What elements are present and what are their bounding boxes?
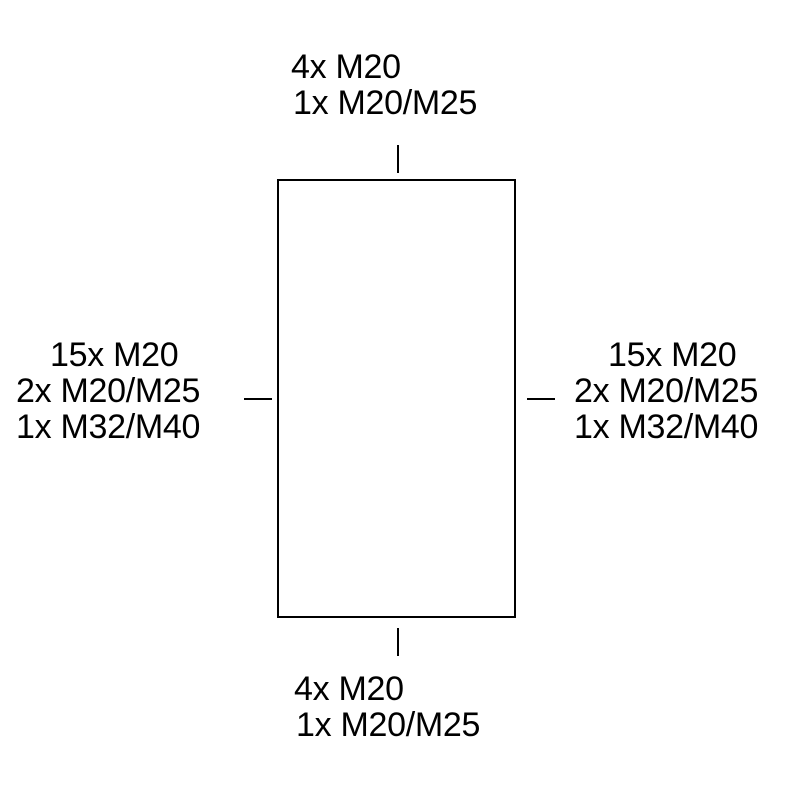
left-entry-labels: 15x M20 2x M20/M25 1x M32/M40 (16, 337, 200, 445)
right-entry-label-3: 1x M32/M40 (574, 408, 759, 446)
right-entry-labels: 15x M20 2x M20/M25 1x M32/M40 (574, 337, 758, 445)
left-entry-label-3: 1x M32/M40 (16, 408, 201, 446)
top-entry-label-2: 1x M20/M25 (293, 84, 478, 122)
top-entry-labels: 4x M20 1x M20/M25 (291, 49, 477, 121)
right-entry-label-1: 15x M20 (608, 336, 737, 374)
enclosure-outline (277, 179, 516, 618)
right-side-marker (527, 398, 555, 400)
bottom-entry-label-2: 1x M20/M25 (296, 706, 481, 744)
bottom-side-marker (397, 628, 399, 656)
bottom-entry-label-1: 4x M20 (294, 670, 404, 708)
right-entry-label-2: 2x M20/M25 (574, 372, 759, 410)
left-entry-label-1: 15x M20 (50, 336, 179, 374)
left-side-marker (244, 398, 272, 400)
left-entry-label-2: 2x M20/M25 (16, 372, 201, 410)
top-entry-label-1: 4x M20 (291, 48, 401, 86)
top-side-marker (397, 145, 399, 173)
bottom-entry-labels: 4x M20 1x M20/M25 (294, 671, 480, 743)
